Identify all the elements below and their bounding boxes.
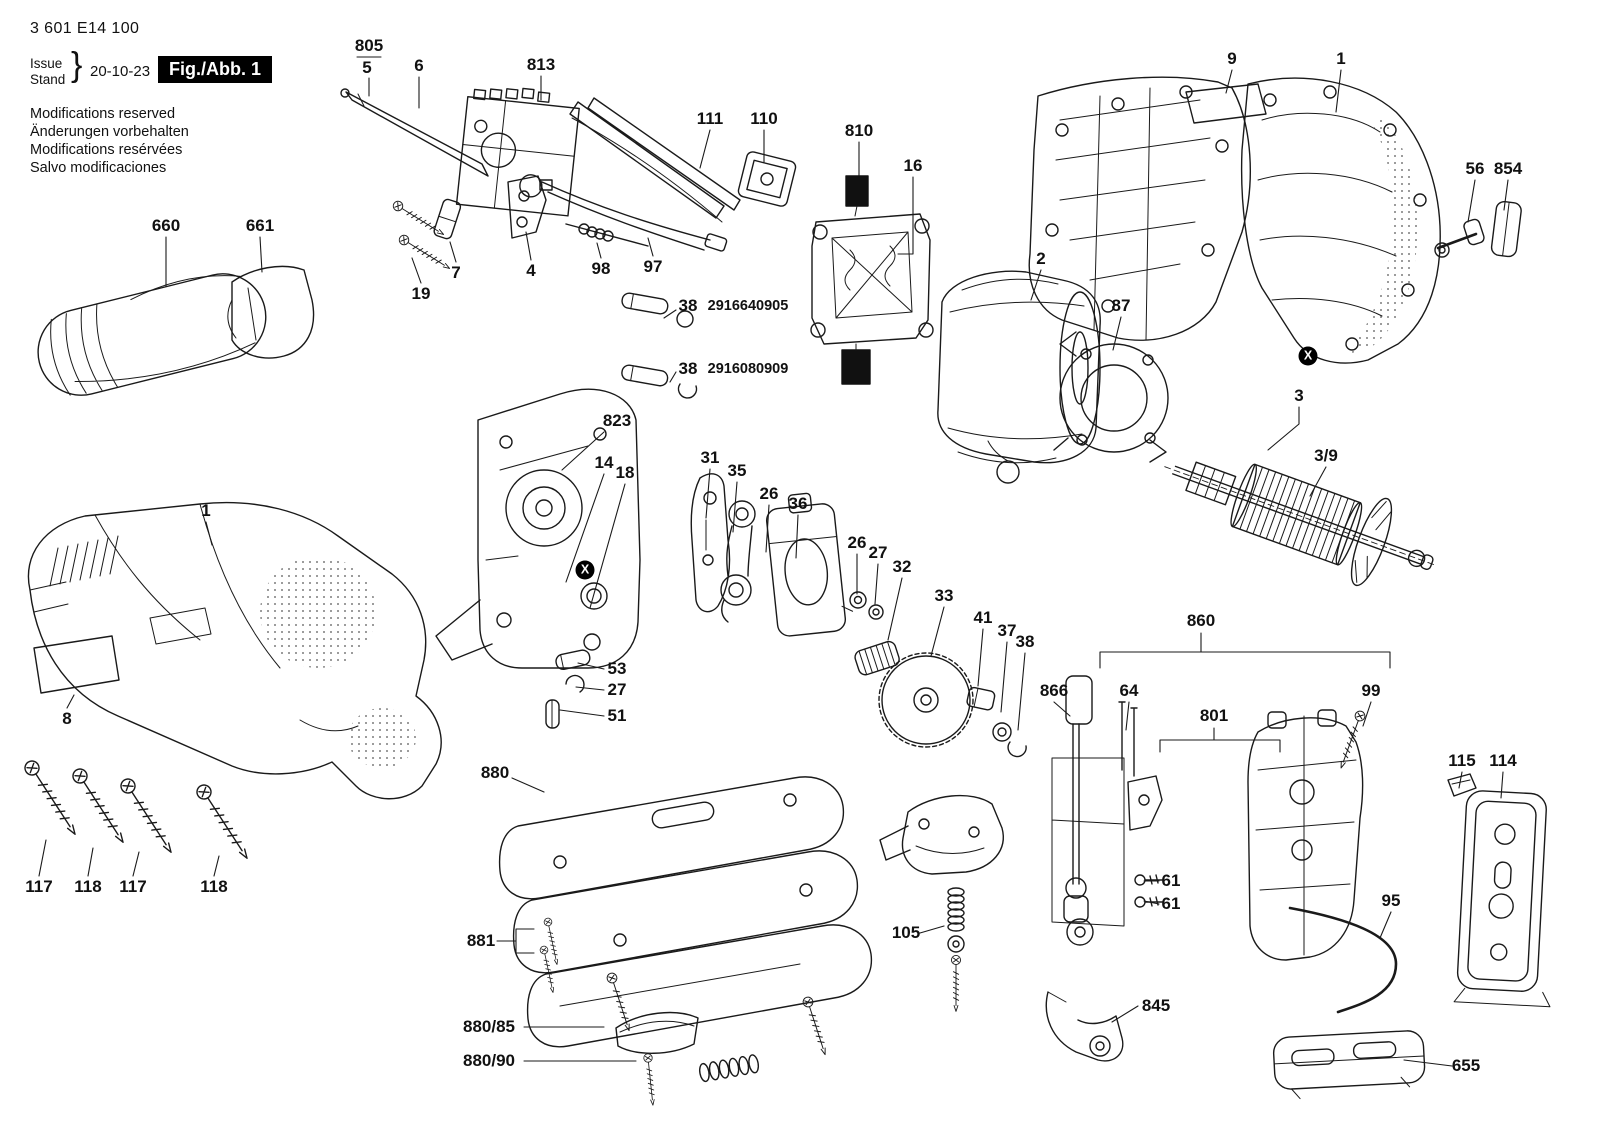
guide-rails-111: [569, 97, 741, 223]
jigsaw-body-assembled: [27, 501, 442, 800]
handle-cover-660: [37, 273, 267, 396]
insert-880-85: [615, 1011, 699, 1106]
leader-lines: [38, 56, 1509, 1067]
brush-holder-810: [810, 175, 934, 385]
bracket-105: [879, 794, 1004, 1012]
carbon-brush: [841, 349, 871, 385]
issue-stand-label: Issue Stand: [30, 56, 65, 88]
issue-label: Issue: [30, 56, 63, 71]
roller-lever-845: [1045, 991, 1124, 1062]
mounting-screws-117-118: [21, 757, 254, 863]
modification-notes: Modifications reserved Änderungen vorbeh…: [30, 105, 189, 177]
base-shoe-655: [1272, 1030, 1426, 1100]
housing-shell-front: [1240, 77, 1441, 364]
plunger-assembly-860: [1051, 675, 1163, 946]
plunger-866: [1065, 675, 1093, 725]
link-35: [720, 500, 756, 623]
pins-64: [1118, 701, 1138, 777]
sticker-9: [1185, 83, 1267, 124]
bearing-flange-87: [1053, 331, 1169, 463]
part-number: 3 601 E14 100: [30, 20, 140, 37]
pinion-32: [854, 640, 900, 676]
spring-880-90: [698, 1054, 760, 1083]
washers-26-27: [849, 591, 884, 620]
gear-33: [878, 652, 974, 748]
figure-label: Fig./Abb. 1: [158, 56, 272, 83]
foot-plate-assembly-880: [498, 776, 873, 1057]
note-line: Änderungen vorbehalten: [30, 124, 189, 140]
screws-19: [390, 198, 453, 273]
housing-shell-rear: [1028, 76, 1251, 341]
plate-31: [690, 473, 731, 613]
armature-3: [1164, 461, 1436, 587]
protection-wire-95: [1288, 906, 1398, 1014]
pendulum-rod-5-6: [340, 88, 489, 177]
bracket-4: [507, 175, 547, 239]
pin-51: [545, 699, 560, 729]
roller-41: [966, 686, 996, 711]
carbon-brush: [845, 175, 869, 207]
note-line: Salvo modificaciones: [30, 160, 167, 176]
clamp-7: [433, 198, 462, 240]
lever-56: [1434, 218, 1485, 258]
cover-plate-114: [1453, 790, 1551, 1008]
clip-27: [565, 674, 585, 693]
cap-854: [1490, 200, 1522, 258]
field-stator-2: [937, 270, 1101, 484]
note-line: Modifications resérvées: [30, 142, 183, 158]
pins-38: [621, 292, 698, 399]
gearbox-housing-823: [435, 388, 641, 669]
cylinder-53: [555, 649, 591, 670]
washers-37-38: [992, 722, 1027, 758]
type-label-sticker-8: [33, 635, 120, 694]
issue-brace: }: [71, 46, 83, 84]
gear-head-housing-801: [1247, 709, 1364, 961]
cables-97-98: [539, 179, 728, 252]
cover-cap-661: [227, 265, 315, 359]
stop-plate-110: [737, 151, 797, 207]
stand-label: Stand: [30, 72, 66, 87]
issue-date: 20-10-23: [90, 63, 151, 80]
cap-115: [1447, 773, 1477, 797]
screws-61: [1134, 874, 1163, 908]
note-line: Modifications reserved: [30, 106, 176, 122]
guide-36: [765, 492, 854, 637]
